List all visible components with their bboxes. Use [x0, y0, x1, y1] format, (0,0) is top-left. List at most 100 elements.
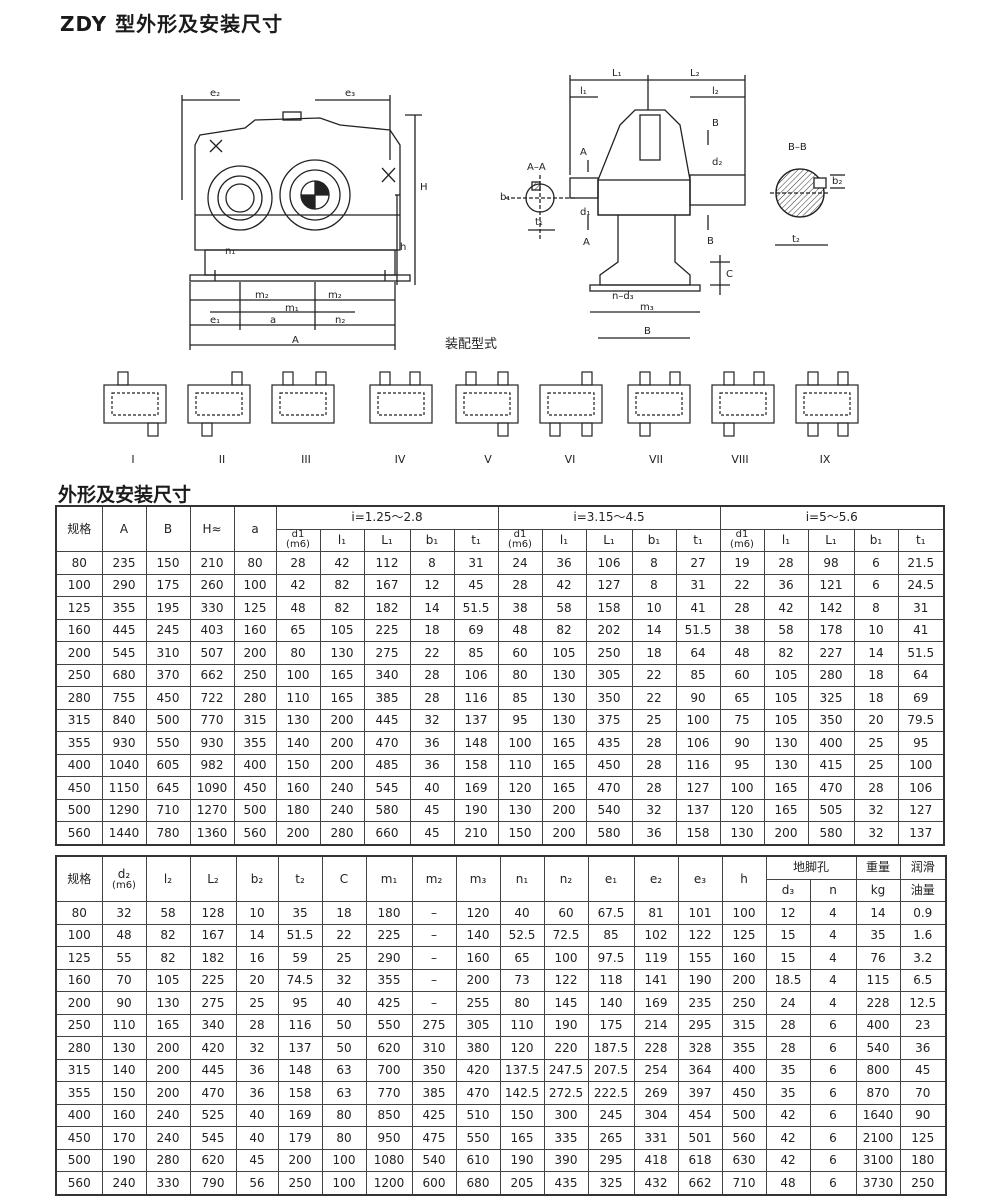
table-cell: 120 [497, 776, 543, 800]
table-cell: 32 [853, 798, 899, 822]
table-cell: 130 [497, 798, 543, 822]
variant-label-9: IX [820, 453, 831, 466]
table-cell: 280 [807, 663, 855, 687]
t2-header-lube: 润滑 [899, 855, 947, 880]
table-cell: 22 [321, 923, 367, 947]
table-cell: 22 [719, 573, 765, 597]
t2-header-d2: d₂(m6) [101, 855, 147, 902]
variant-label-4: IV [395, 453, 406, 466]
table-cell: 137.5 [499, 1058, 545, 1082]
table-cell: 6 [809, 1148, 857, 1172]
table-cell: 255 [455, 991, 501, 1015]
table-cell: 325 [587, 1171, 635, 1195]
table-cell: 160 [233, 618, 277, 642]
table-cell: 680 [455, 1171, 501, 1195]
table-cell: 470 [189, 1081, 237, 1105]
table-cell: 100 [321, 1148, 367, 1172]
table-cell: 106 [453, 663, 499, 687]
table-cell: 110 [497, 753, 543, 777]
label-b2: b₂ [832, 176, 842, 187]
table-cell: 305 [585, 663, 633, 687]
table-cell: 250 [233, 663, 277, 687]
table-cell: 450 [55, 776, 103, 800]
table-cell: 105 [763, 663, 809, 687]
table-cell: 470 [807, 776, 855, 800]
table-cell: 540 [411, 1148, 457, 1172]
table-cell: – [411, 901, 457, 925]
table-cell: 560 [55, 821, 103, 845]
table-cell: 150 [101, 1081, 147, 1105]
table-cell: 50 [321, 1013, 367, 1037]
table-cell: 12.5 [899, 991, 947, 1015]
table-cell: 28 [853, 776, 899, 800]
table-cell: 51.5 [897, 641, 945, 665]
table-cell: 770 [189, 708, 235, 732]
table-cell: 560 [233, 821, 277, 845]
table-cell: 420 [189, 1036, 237, 1060]
subheader-cell: l₁ [319, 528, 365, 552]
table-cell: 507 [189, 641, 235, 665]
header-A: A [101, 505, 147, 552]
side-view [505, 75, 845, 339]
table-cell: 982 [189, 753, 235, 777]
table-cell: 200 [145, 1058, 191, 1082]
table-cell: 3100 [855, 1148, 901, 1172]
table-cell: 15 [765, 923, 811, 947]
table-cell: 545 [363, 776, 411, 800]
table-cell: 328 [677, 1036, 723, 1060]
table-cell: 435 [543, 1171, 589, 1195]
variant-3 [271, 371, 335, 424]
table-cell: 110 [499, 1013, 545, 1037]
t2-header-d3: d₃ [765, 878, 811, 902]
table-cell: 210 [189, 551, 235, 575]
table-cell: 295 [677, 1013, 723, 1037]
table-cell: 137 [675, 798, 721, 822]
label-L1: L₁ [612, 68, 622, 79]
table-cell: 340 [189, 1013, 237, 1037]
table-cell: 295 [587, 1148, 635, 1172]
table-cell: 42 [765, 1148, 811, 1172]
table-cell: 25 [631, 708, 677, 732]
table-cell: 60 [497, 641, 543, 665]
table-cell: 167 [363, 573, 411, 597]
table-cell: 545 [101, 641, 147, 665]
table-cell: 150 [499, 1103, 545, 1127]
table-cell: 445 [189, 1058, 237, 1082]
subheader-cell: t₁ [453, 528, 499, 552]
table-cell: 200 [55, 991, 103, 1015]
table-cell: 310 [411, 1036, 457, 1060]
table-cell: 355 [721, 1036, 767, 1060]
table-cell: 280 [55, 1036, 103, 1060]
table-cell: 45 [899, 1058, 947, 1082]
table-cell: 125 [721, 923, 767, 947]
table-cell: 222.5 [587, 1081, 635, 1105]
variant-7 [627, 371, 691, 437]
table-cell: 60 [719, 663, 765, 687]
table-cell: 200 [721, 968, 767, 992]
table-cell: 680 [101, 663, 147, 687]
table-cell: 45 [235, 1148, 279, 1172]
t2-header-anchor: 地脚孔 [765, 855, 857, 880]
t2-header-kg: kg [855, 878, 901, 902]
table-cell: 240 [145, 1103, 191, 1127]
variant-1 [103, 371, 167, 437]
table-cell: 8 [631, 551, 677, 575]
table-cell: 660 [363, 821, 411, 845]
table-cell: 425 [365, 991, 413, 1015]
header-a: a [233, 505, 277, 552]
table-cell: 82 [145, 946, 191, 970]
table-cell: 100 [543, 946, 589, 970]
table-cell: 240 [101, 1171, 147, 1195]
table-cell: 550 [365, 1013, 413, 1037]
technical-drawing: e₂ e₃ H h n₁ m₂ m₂ m₁ e₁ a n₂ A L₁ L₂ l₁… [0, 40, 1000, 480]
subheader-cell: b₁ [409, 528, 455, 552]
header-spec: 规格 [55, 505, 103, 552]
table-cell: 6 [809, 1081, 857, 1105]
table-cell: 45 [453, 573, 499, 597]
table-cell: 385 [363, 686, 411, 710]
table-cell: 190 [499, 1148, 545, 1172]
